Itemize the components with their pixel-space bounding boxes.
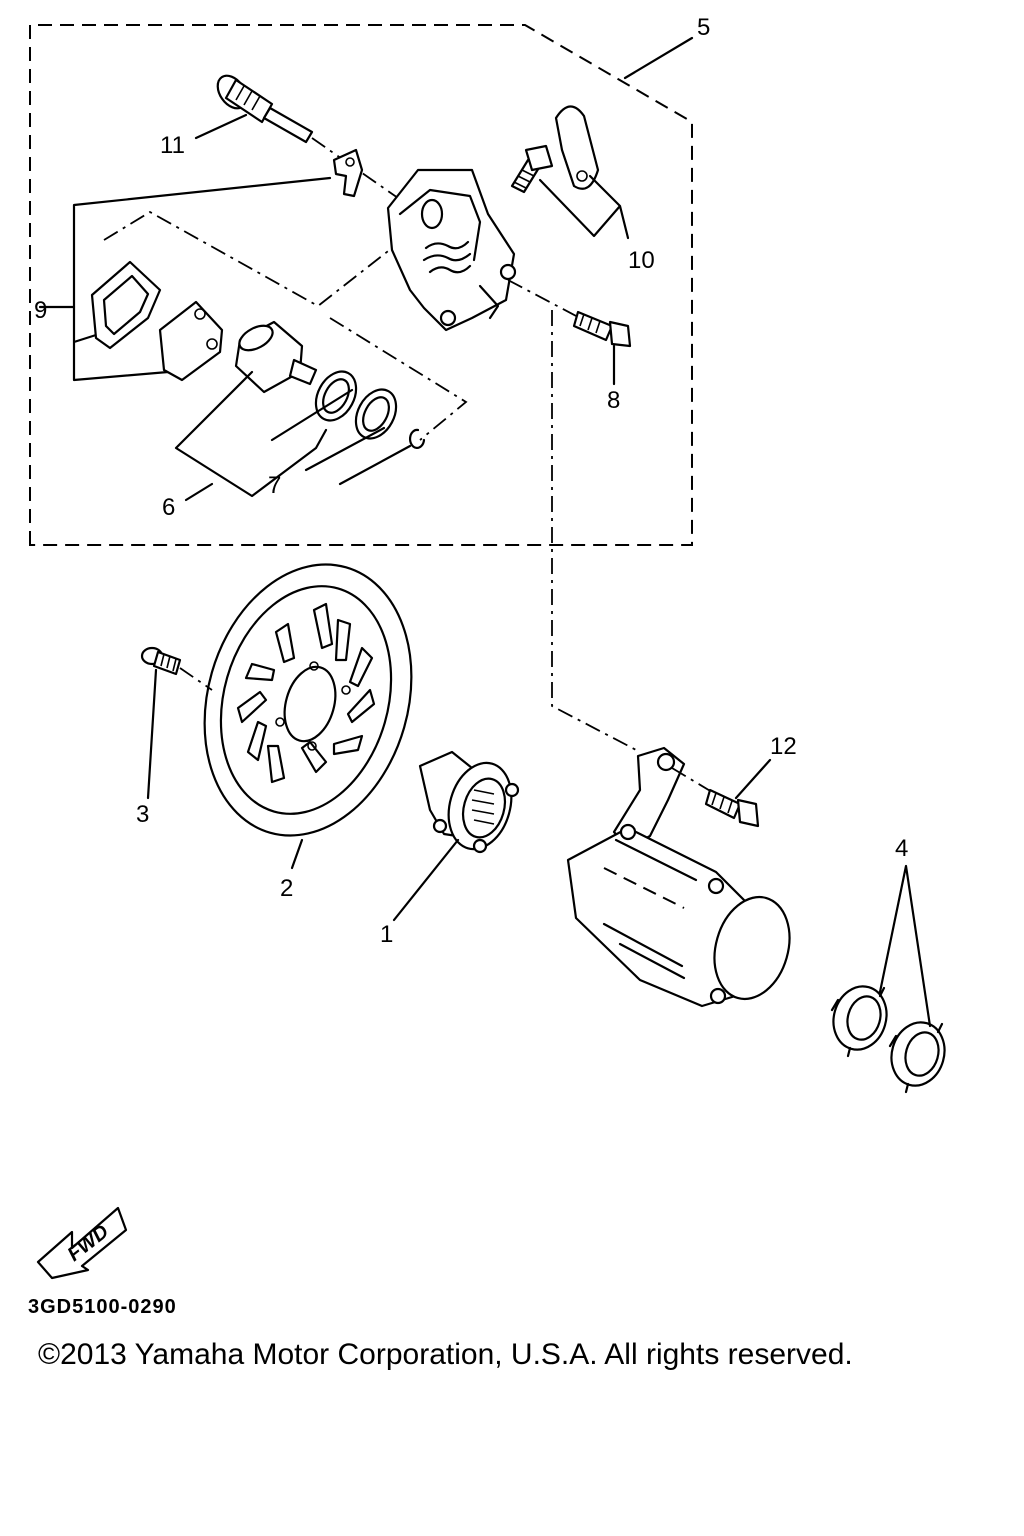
callout-5: 5 [697,14,710,41]
callout-7: 7 [268,472,281,499]
part-9-brake-pads [90,260,224,382]
callout-9: 9 [34,297,47,324]
callout-2: 2 [280,875,293,902]
part-12-bolt [704,788,760,828]
callout-4: 4 [895,835,908,862]
diagram-part-code: 3GD5100-0290 [28,1296,177,1318]
leader-10 [538,174,630,240]
leader-7 [270,388,412,486]
piston-group-guide [103,210,393,308]
leader-6 [174,370,328,498]
callout-3: 3 [136,801,149,828]
part-4-lock-nut-b [888,1021,946,1094]
callout-11: 11 [160,132,185,159]
caliper-bracket [566,746,791,1008]
leader-1 [392,838,460,922]
caliper-assembly-boundary [29,24,693,546]
leader-2 [290,838,304,870]
part-10-bleed-screw [510,144,554,194]
leader-11 [194,113,248,140]
callout-10: 10 [628,247,655,274]
part-8-bolt [572,310,632,348]
bracket-9 [72,176,332,382]
fwd-arrow-icon: FWD [36,1206,128,1280]
part-11-pin-bolt [216,74,314,144]
part-6-piston [234,320,318,394]
center-axis-line [551,310,641,753]
callout-12: 12 [770,733,797,760]
part-2-brake-disc [203,563,413,837]
leader-5 [623,36,694,80]
part-3-disc-bolt [140,646,182,676]
caliper-body [386,168,517,332]
leader-12 [734,758,772,800]
leader-3 [146,668,158,800]
pad-clip [332,148,364,198]
part-1-hub [418,750,520,854]
callout-1: 1 [380,921,393,948]
part-7-seals [314,370,426,449]
callout-6: 6 [162,494,175,521]
copyright-notice: ©2013 Yamaha Motor Corporation, U.S.A. A… [38,1338,853,1371]
part-4-lock-nut-a [830,985,888,1058]
callout-8: 8 [607,387,620,414]
part-10-cap [554,105,600,190]
leader-4 [878,864,932,1028]
